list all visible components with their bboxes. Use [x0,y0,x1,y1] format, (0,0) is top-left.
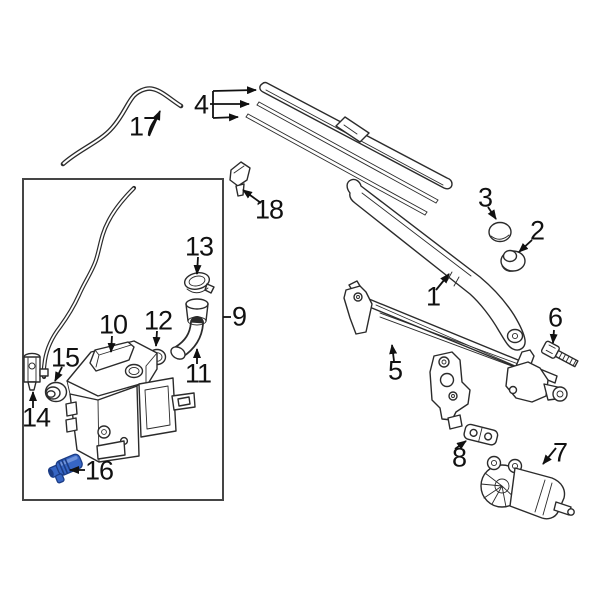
washer-hose-drawing[interactable] [60,86,184,167]
callout-2[interactable]: 2 [529,215,545,246]
callout-4[interactable]: 4 [193,89,209,120]
callout-3[interactable]: 3 [477,182,493,213]
wiper-arm-drawing[interactable] [346,178,526,351]
callout-17[interactable]: 17 [128,111,158,142]
pivot-grommet-drawing[interactable] [500,239,533,272]
callout-13[interactable]: 13 [184,231,214,262]
pivot-cap-drawing[interactable] [487,206,512,243]
callout-15[interactable]: 15 [50,342,80,373]
callout-16[interactable]: 16 [84,455,114,486]
callout-6-arrow [549,329,558,344]
callout-8-arrow [454,440,467,450]
washer-pump-drawing[interactable] [23,352,49,408]
callout-11[interactable]: 11 [184,358,212,389]
filler-tube-drawing[interactable] [169,298,209,364]
motor-bracket-drawing[interactable] [463,423,499,446]
callout-9[interactable]: 9 [231,301,247,332]
callout-7[interactable]: 7 [552,437,568,468]
reservoir-cap-drawing[interactable] [183,256,215,294]
inset-box [22,178,224,501]
fluid-level-sensor-drawing[interactable] [46,453,86,486]
washer-nozzle-drawing[interactable] [229,161,262,204]
wiper-motor-drawing[interactable] [480,447,575,520]
washer-reservoir-drawing[interactable] [65,335,196,463]
callout-10[interactable]: 10 [98,309,128,340]
linkage-bolt-drawing[interactable] [540,340,580,369]
callout-8[interactable]: 8 [451,442,467,473]
wiper-blade-set-drawing[interactable] [210,81,453,216]
callout-18[interactable]: 18 [254,194,284,225]
callout-12[interactable]: 12 [143,305,173,336]
callout-6[interactable]: 6 [547,302,563,333]
pump-grommet-drawing[interactable] [44,366,68,403]
callout-5[interactable]: 5 [387,355,403,386]
wiper-linkage-drawing[interactable] [343,280,568,430]
callout-1[interactable]: 1 [425,281,441,312]
reservoir-hose-drawing[interactable] [41,185,137,380]
callout-14[interactable]: 14 [21,402,51,433]
